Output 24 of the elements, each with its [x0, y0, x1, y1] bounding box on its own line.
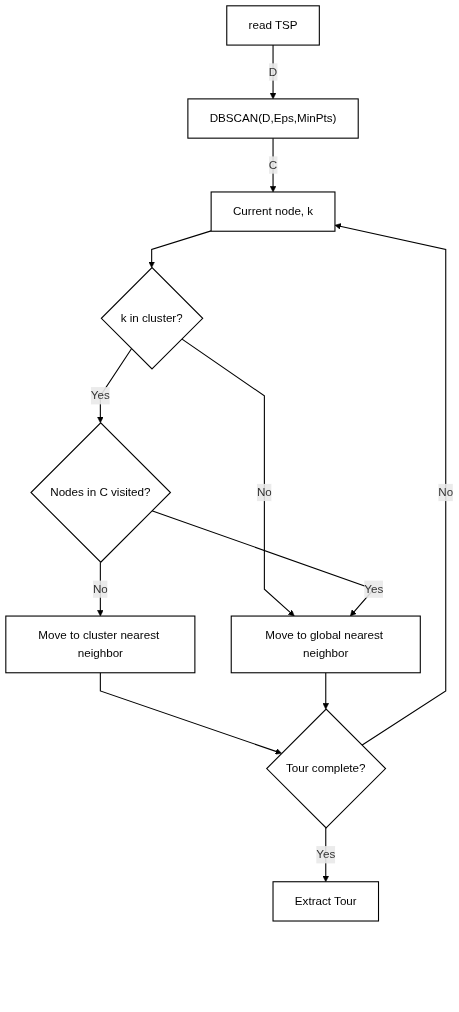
- arrow: [97, 348, 133, 424]
- node-box: Move to global nearest neighbor: [230, 615, 421, 674]
- edge-label: No: [256, 485, 272, 499]
- edge-label: C: [268, 158, 278, 171]
- edge-label: Yes: [90, 389, 110, 402]
- node-box: DBSCAN(D,Eps,MinPts): [187, 98, 359, 139]
- node-diamond: Nodes in C visited?: [30, 421, 172, 563]
- node-box: read TSP: [226, 5, 320, 46]
- arrow: [322, 672, 329, 710]
- node-box: Current node, k: [210, 191, 336, 232]
- edge-label: Yes: [364, 582, 384, 595]
- edge-label: No: [438, 485, 454, 499]
- edge-label: No: [92, 582, 108, 595]
- arrow: [334, 223, 447, 746]
- node-box: Move to cluster nearest neighbor: [5, 615, 196, 674]
- node-box: Extract Tour: [272, 881, 380, 922]
- arrow: [99, 672, 282, 755]
- arrow: [269, 137, 277, 193]
- node-diamond: Tour complete?: [265, 708, 387, 829]
- edge-label: Yes: [316, 848, 336, 861]
- node-diamond: k in cluster?: [100, 266, 204, 370]
- edge-label: D: [268, 65, 278, 78]
- arrow: [181, 338, 295, 617]
- arrow: [148, 230, 212, 268]
